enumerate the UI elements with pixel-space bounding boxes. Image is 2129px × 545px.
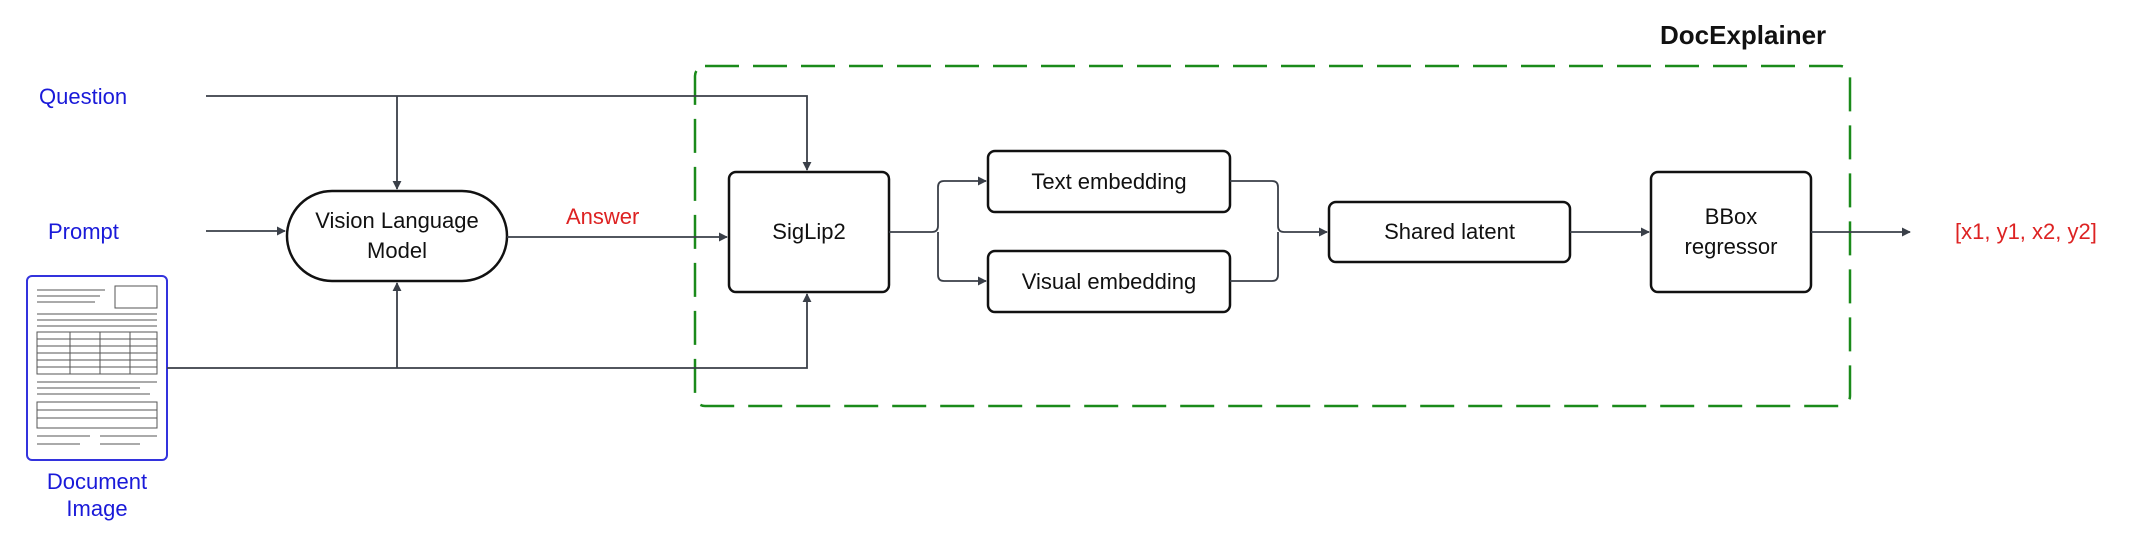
document-image-label-line2: Image xyxy=(66,496,128,521)
bbox-output-label: [x1, y1, x2, y2] xyxy=(1955,219,2097,244)
document-image-label-line1: Document xyxy=(46,469,148,494)
vision-language-model-node xyxy=(285,189,509,283)
bbox-label-line2: regressor xyxy=(1684,234,1778,259)
document-image-thumbnail xyxy=(26,275,168,461)
edge-text-embedding-shared xyxy=(1230,180,1328,237)
bbox-regressor-label: BBox regressor xyxy=(1651,172,1811,292)
vision-language-model-label: Vision Language Model xyxy=(287,191,507,281)
docexplainer-group xyxy=(693,64,1852,408)
answer-label: Answer xyxy=(566,204,640,229)
vlm-label-line2: Model xyxy=(367,238,427,263)
edge-visual-embedding-shared xyxy=(1230,232,1279,282)
edge-siglip-visual-embedding xyxy=(937,232,987,286)
question-label: Question xyxy=(39,84,128,109)
prompt-label: Prompt xyxy=(48,219,119,244)
edge-siglip-text-embedding xyxy=(889,176,987,233)
visual-embedding-label: Visual embedding xyxy=(1021,268,1197,294)
edge-document-siglip xyxy=(167,293,812,369)
edge-question-siglip xyxy=(206,95,812,171)
vlm-label-line1: Vision Language xyxy=(315,208,479,233)
bbox-label-line1: BBox xyxy=(1704,204,1758,229)
shared-latent-label: Shared latent xyxy=(1384,219,1515,244)
docexplainer-title: DocExplainer xyxy=(1660,20,1827,50)
siglip2-label: SigLip2 xyxy=(772,219,846,244)
text-embedding-label: Text embedding xyxy=(1031,168,1187,194)
document-image-label: Document Image xyxy=(17,468,177,522)
